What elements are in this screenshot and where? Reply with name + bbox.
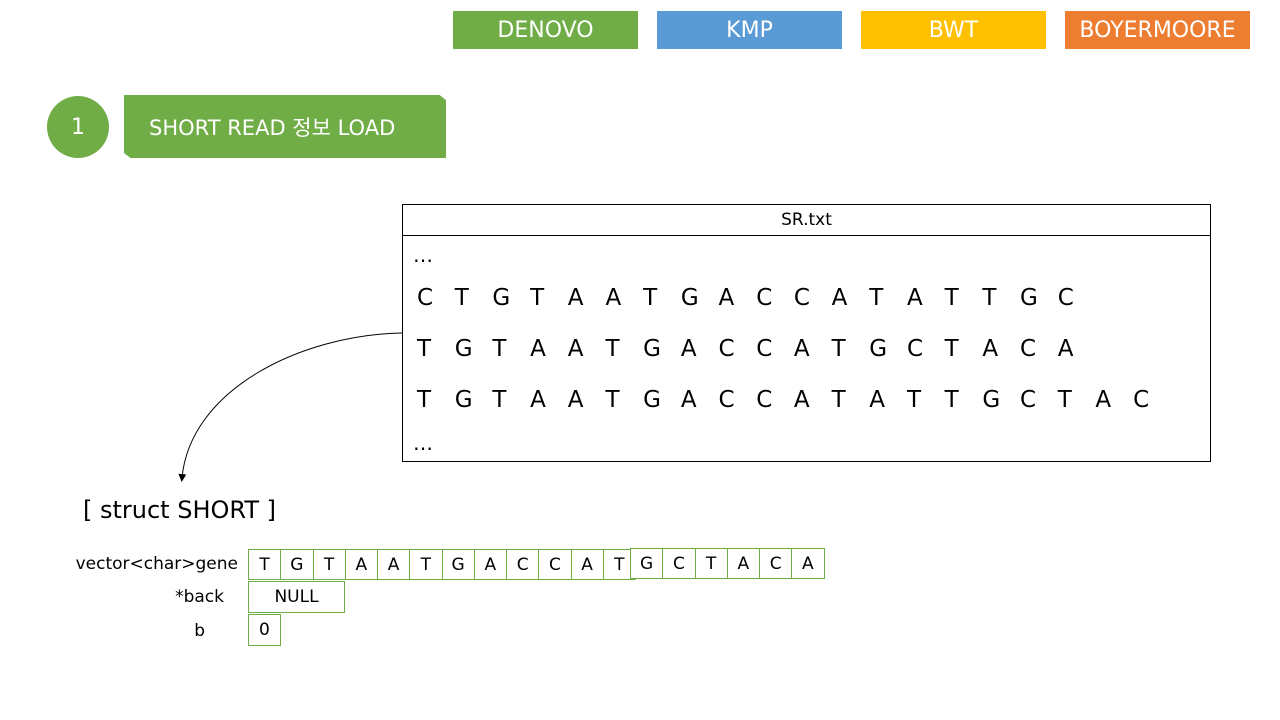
base-letter: A <box>567 387 584 413</box>
base-letter: G <box>492 285 511 311</box>
gene-cell: G <box>630 548 664 579</box>
base-letter: C <box>718 387 735 413</box>
base-letter: A <box>567 285 584 311</box>
base-letter: T <box>643 285 658 311</box>
base-letter: T <box>492 387 507 413</box>
base-letter: A <box>869 387 885 413</box>
base-letter: G <box>1020 285 1038 311</box>
back-value-cell: NULL <box>248 581 345 613</box>
base-letter: A <box>680 387 697 413</box>
gene-cell: C <box>506 549 540 580</box>
base-letter: T <box>944 387 959 413</box>
gene-cell: T <box>248 549 282 580</box>
gene-cell: A <box>570 549 604 580</box>
base-letter: A <box>1057 336 1074 362</box>
base-letter: C <box>1020 336 1037 362</box>
gene-cell: A <box>473 549 507 580</box>
base-letter: C <box>1133 387 1150 413</box>
file-ellipsis-top: … <box>413 243 433 267</box>
base-letter: G <box>643 387 661 413</box>
base-letter: T <box>605 387 620 413</box>
base-letter: T <box>831 387 846 413</box>
base-letter: T <box>417 387 432 413</box>
base-letter: T <box>906 387 921 413</box>
gene-cell: A <box>344 549 378 580</box>
base-letter: G <box>454 387 473 413</box>
base-letter: T <box>1057 387 1072 413</box>
base-letter: T <box>944 336 959 362</box>
b-value-cell: 0 <box>248 614 281 646</box>
gene-label: vector<char>gene <box>75 554 238 574</box>
base-letter: A <box>530 387 546 413</box>
base-letter: C <box>793 285 810 311</box>
base-letter: T <box>605 336 620 362</box>
base-letter: A <box>605 285 622 311</box>
gene-cell: G <box>441 549 475 580</box>
base-letter: A <box>718 285 735 311</box>
base-letter: C <box>1057 285 1074 311</box>
base-letter: C <box>718 336 735 362</box>
tab-boyermoore[interactable]: BOYERMOORE <box>1065 11 1250 49</box>
tab-boyermoore-label: BOYERMOORE <box>1079 17 1236 43</box>
base-letter: T <box>492 336 507 362</box>
base-letter: C <box>756 387 773 413</box>
tab-kmp-label: KMP <box>726 17 773 43</box>
base-letter: G <box>982 387 1001 413</box>
gene-cell: T <box>312 549 346 580</box>
base-letter: G <box>643 336 661 362</box>
base-letter: T <box>417 336 432 362</box>
base-letter: A <box>567 336 584 362</box>
base-letter: T <box>869 285 884 311</box>
gene-cell: T <box>409 549 443 580</box>
gene-cell: A <box>726 548 760 579</box>
base-letter: C <box>756 336 773 362</box>
struct-title: [ struct SHORT ] <box>83 496 276 524</box>
base-letter: T <box>530 285 545 311</box>
base-letter: A <box>1095 387 1112 413</box>
base-letter: A <box>530 336 546 362</box>
base-letter: G <box>454 336 473 362</box>
base-letter: A <box>831 285 848 311</box>
gene-cell: A <box>377 549 411 580</box>
back-label: *back <box>175 587 224 607</box>
base-letter: T <box>454 285 469 311</box>
gene-cell: A <box>791 548 825 579</box>
tab-denovo[interactable]: DENOVO <box>453 11 638 49</box>
base-letter: C <box>756 285 773 311</box>
base-letter: A <box>680 336 697 362</box>
file-ellipsis-bottom: … <box>413 431 433 455</box>
tab-bwt[interactable]: BWT <box>861 11 1046 49</box>
tab-kmp[interactable]: KMP <box>657 11 842 49</box>
base-letter: C <box>906 336 923 362</box>
step-number: 1 <box>47 96 109 158</box>
gene-cell: C <box>538 549 572 580</box>
gene-cell: C <box>662 548 696 579</box>
base-letter: T <box>944 285 959 311</box>
base-letter: A <box>793 336 810 362</box>
gene-cell: T <box>694 548 728 579</box>
base-letter: G <box>680 285 699 311</box>
base-letter: T <box>982 285 997 311</box>
step-title: SHORT READ 정보 LOAD <box>124 95 446 158</box>
base-letter: C <box>417 285 434 311</box>
gene-cell: C <box>759 548 793 579</box>
base-letter: C <box>1020 387 1037 413</box>
gene-cell: G <box>280 549 314 580</box>
tab-bwt-label: BWT <box>928 17 979 43</box>
b-label: b <box>194 621 205 641</box>
tab-denovo-label: DENOVO <box>497 17 594 43</box>
base-letter: G <box>869 336 888 362</box>
base-letter: A <box>906 285 923 311</box>
base-letter: A <box>793 387 810 413</box>
file-name: SR.txt <box>403 205 1210 236</box>
base-letter: T <box>831 336 846 362</box>
base-letter: A <box>982 336 999 362</box>
